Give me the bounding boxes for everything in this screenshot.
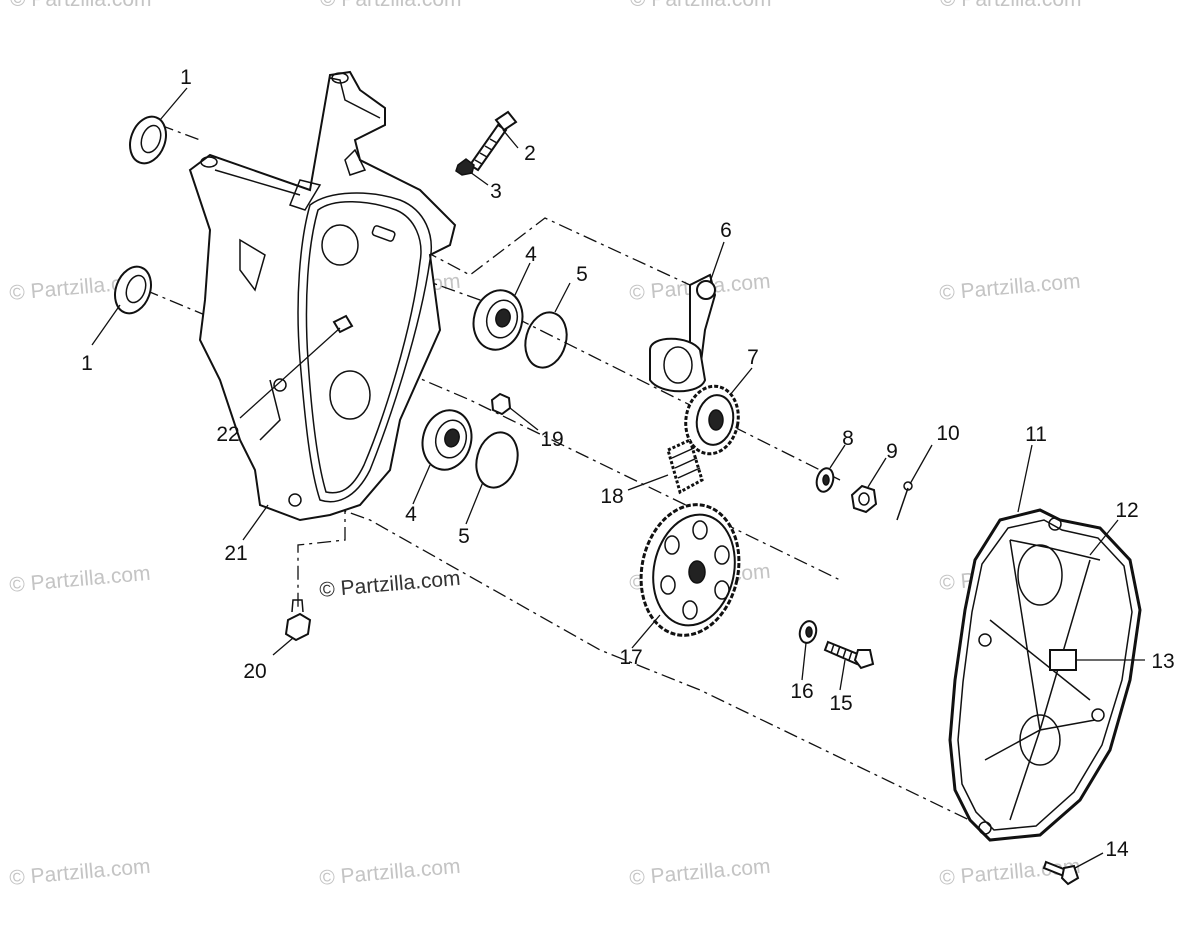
sprocket-large [639,503,741,637]
cover-screw [1042,860,1080,886]
callout-4: 4 [525,243,537,266]
callout-15: 15 [829,692,852,715]
ring-lower [475,431,519,489]
nut-shaft [850,484,878,514]
callout-3: 3 [490,180,502,203]
chaincase-housing [188,70,457,522]
bearing-upper [472,289,524,351]
callout-1: 1 [81,352,93,375]
callout-19: 19 [540,428,563,451]
bolt-upper [468,110,518,172]
callout-labels: 1 1 2 3 4 4 5 5 6 7 8 9 10 11 12 13 14 1… [81,66,1175,861]
watermark: © Partzilla.com [318,855,461,890]
callout-13: 13 [1151,650,1174,673]
callout-1: 1 [180,66,192,89]
callout-14: 14 [1105,838,1129,861]
watermark: © Partzilla.com [10,0,152,11]
callout-7: 7 [747,346,759,369]
callout-8: 8 [842,427,854,450]
callout-21: 21 [224,542,247,565]
nut-housing [490,392,512,416]
callout-17: 17 [619,646,642,669]
callout-4: 4 [405,503,417,526]
callout-22: 22 [216,423,239,446]
drive-chain [666,437,704,495]
callout-5: 5 [458,525,470,548]
watermark: © Partzilla.com [630,0,772,11]
callout-6: 6 [720,219,732,242]
tensioner-arm [649,273,717,393]
callout-5: 5 [576,263,588,286]
callout-20: 20 [243,660,266,683]
chaincase-cover [948,508,1142,842]
ring-upper [524,311,568,369]
watermark: © Partzilla.com [320,0,462,11]
watermark: © Partzilla.com [8,562,151,597]
watermark: © Partzilla.com [938,270,1081,305]
callout-10: 10 [936,422,959,445]
leader-lines [91,87,1145,869]
callout-16: 16 [790,680,813,703]
watermark: © Partzilla.com [940,0,1082,11]
callout-9: 9 [886,440,898,463]
bolt-lower [823,640,875,670]
callout-18: 18 [600,485,623,508]
callout-11: 11 [1025,423,1047,446]
seal-lower [114,265,152,315]
drain-plug [284,599,312,642]
seal-upper [129,115,167,165]
callout-12: 12 [1115,499,1138,522]
watermark: © Partzilla.com [8,855,151,890]
bearing-lower [421,409,473,471]
watermark: © Partzilla.com [318,567,461,602]
warning-label [1049,649,1077,671]
washer-upper [815,467,835,493]
stud-bolt [332,314,354,334]
callout-2: 2 [524,142,536,165]
watermark: © Partzilla.com [628,855,771,890]
washer-lower [798,620,818,644]
sprocket-small [684,384,740,456]
cotter-pin [896,481,913,521]
